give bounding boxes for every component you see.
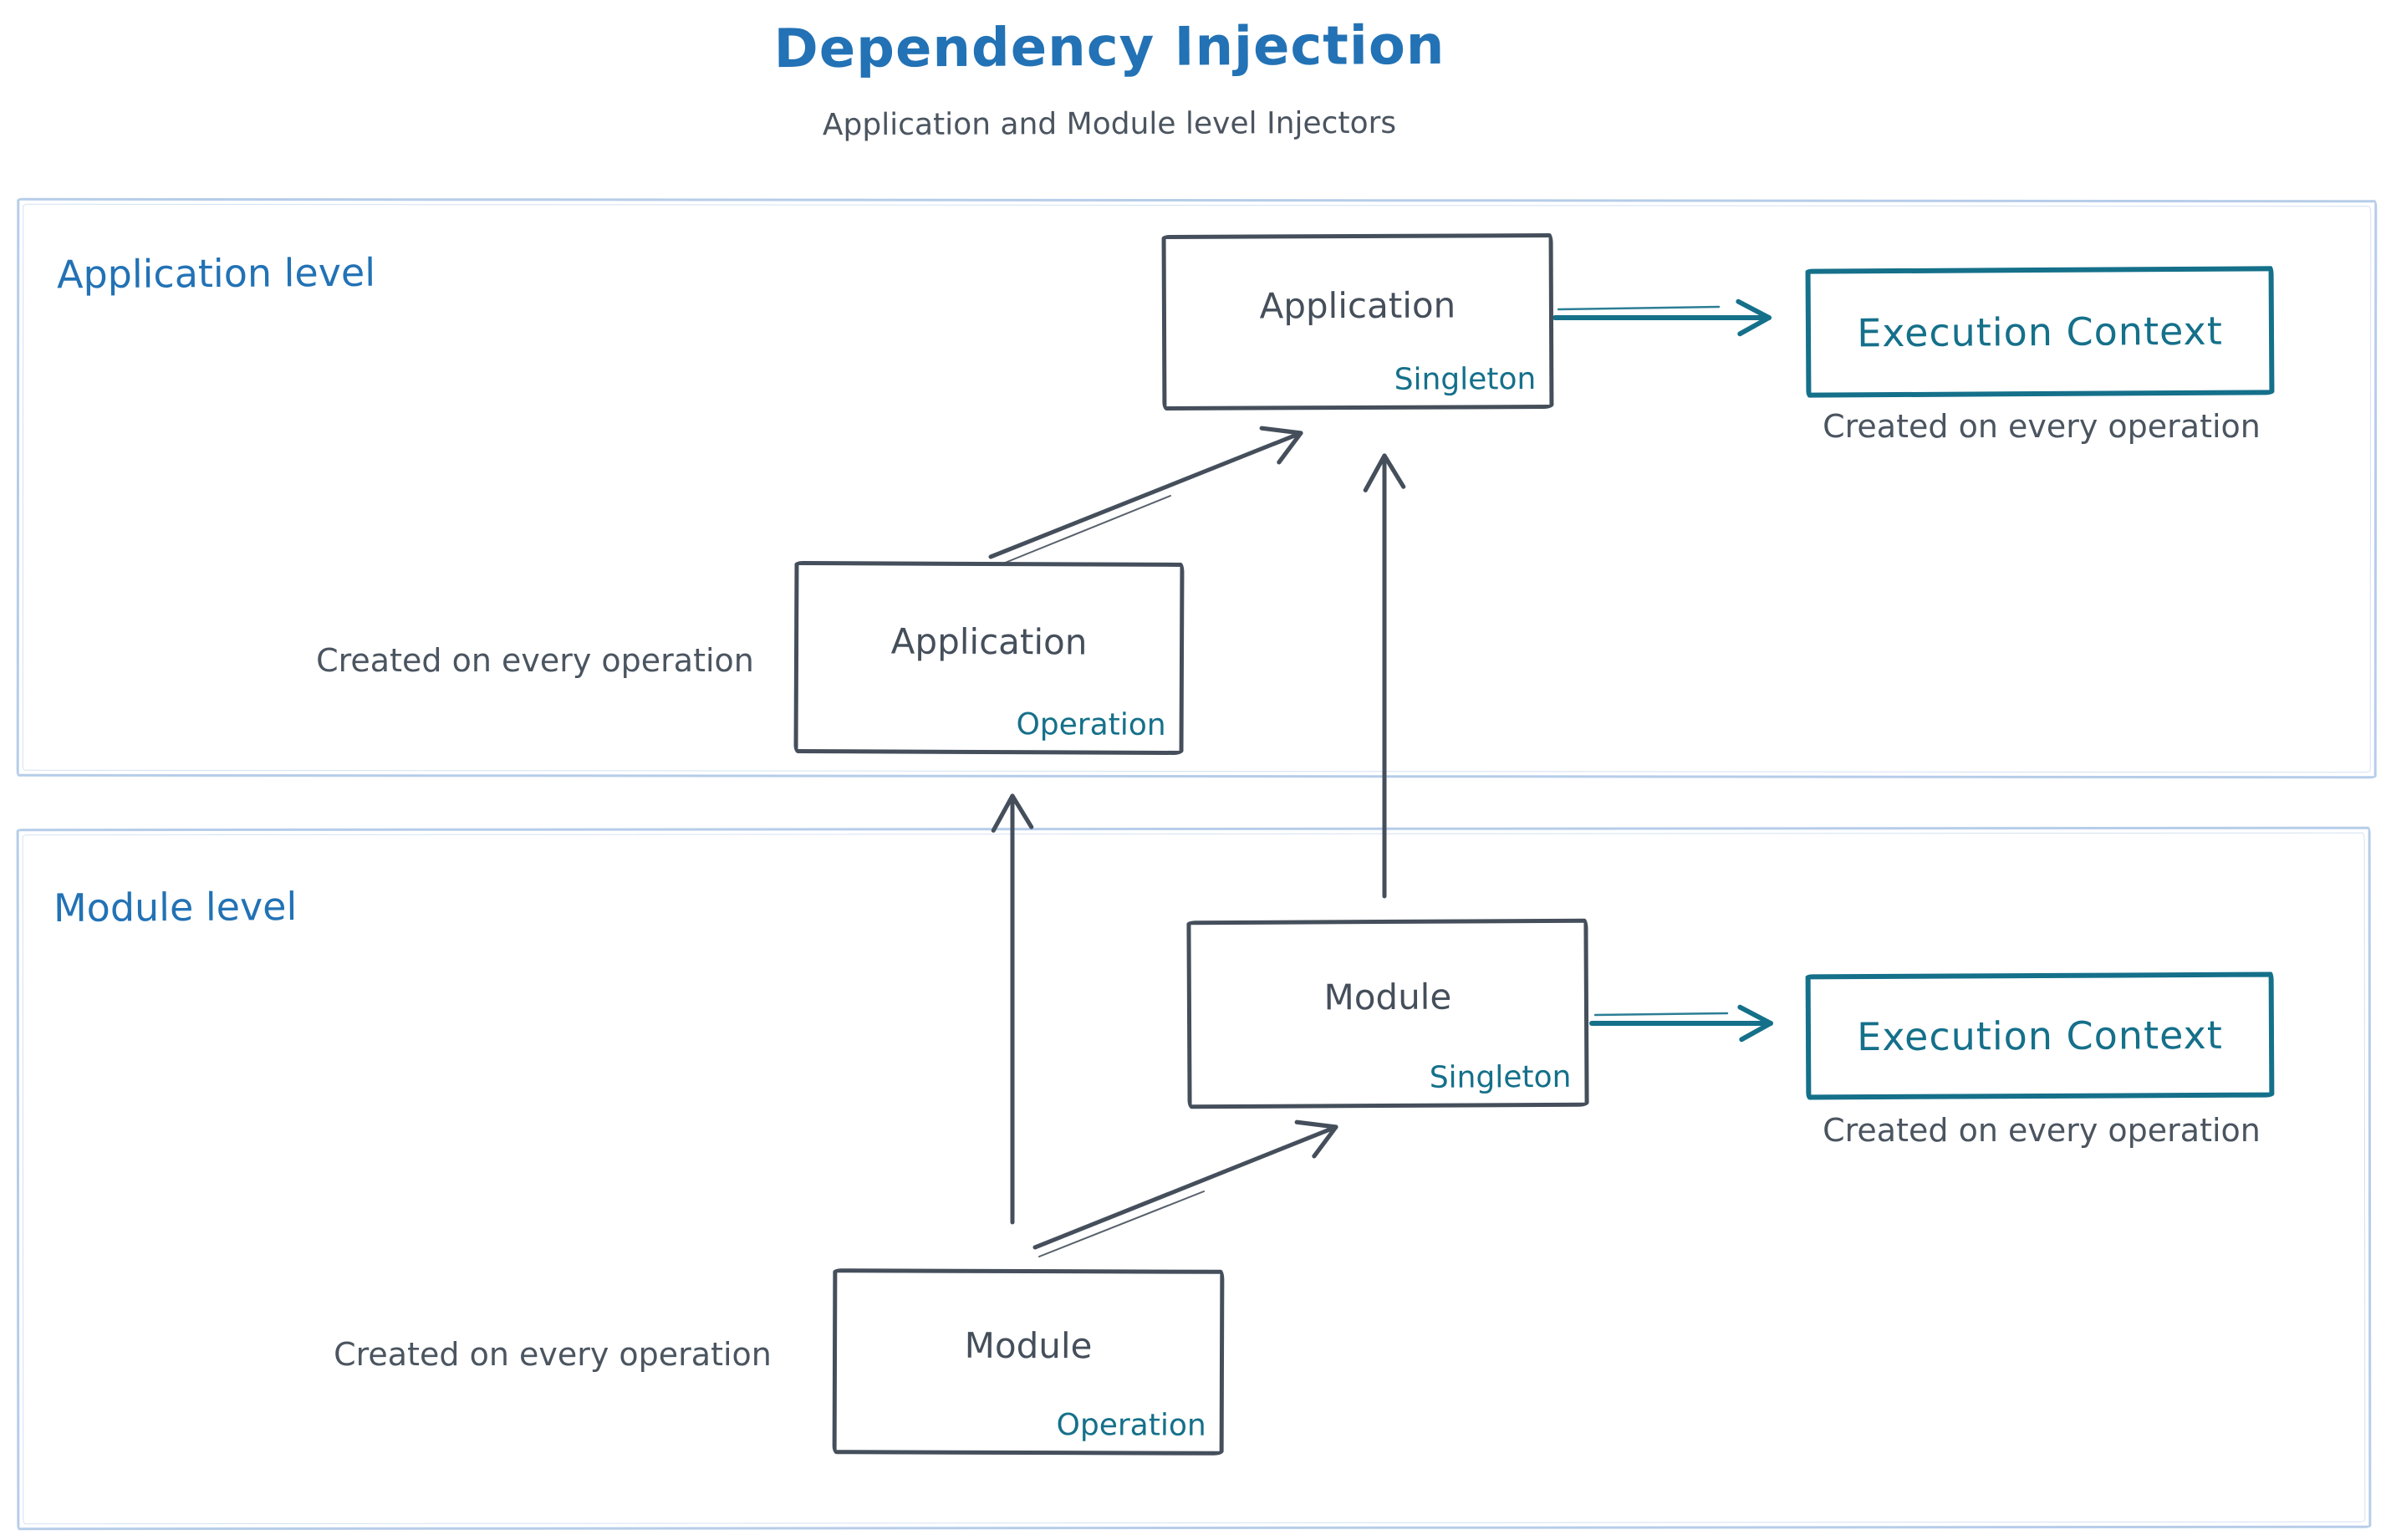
- module-execution-context-box: Execution Context: [1805, 971, 2275, 1100]
- application-operation-box: Application Operation: [793, 560, 1185, 756]
- arrow-app-operation-to-app-singleton: [988, 426, 1303, 559]
- arrow-module-singleton-to-execution-context-sketch-line: [1593, 1012, 1729, 1017]
- module-singleton-name: Module: [1323, 976, 1452, 1018]
- arrow-app-singleton-to-execution-context-sketch-line: [1557, 305, 1721, 311]
- arrow-module-operation-to-module-singleton: [1032, 1119, 1338, 1250]
- module-operation-name: Module: [964, 1324, 1093, 1366]
- module-operation-box: Module Operation: [832, 1268, 1225, 1456]
- module-operation-scope: Operation: [1056, 1408, 1206, 1443]
- module-singleton-box: Module Singleton: [1186, 918, 1589, 1109]
- module-execution-context-caption: Created on every operation: [1823, 1112, 2261, 1149]
- application-operation-scope: Operation: [1016, 707, 1166, 742]
- application-operation-caption: Created on every operation: [316, 642, 754, 679]
- application-singleton-box: Application Singleton: [1161, 232, 1554, 411]
- arrow-module-operation-to-module-singleton-sketch-line: [1038, 1191, 1205, 1257]
- application-singleton-name: Application: [1259, 283, 1456, 327]
- application-singleton-scope: Singleton: [1394, 362, 1537, 397]
- application-execution-context-label: Execution Context: [1857, 308, 2223, 356]
- module-execution-context-label: Execution Context: [1857, 1012, 2223, 1060]
- module-singleton-scope: Singleton: [1429, 1059, 1572, 1095]
- application-execution-context-box: Execution Context: [1805, 266, 2275, 398]
- application-execution-context-caption: Created on every operation: [1823, 408, 2261, 445]
- arrow-app-operation-to-app-singleton-sketch-line: [994, 495, 1171, 568]
- module-operation-caption: Created on every operation: [334, 1336, 772, 1373]
- application-operation-name: Application: [890, 620, 1088, 663]
